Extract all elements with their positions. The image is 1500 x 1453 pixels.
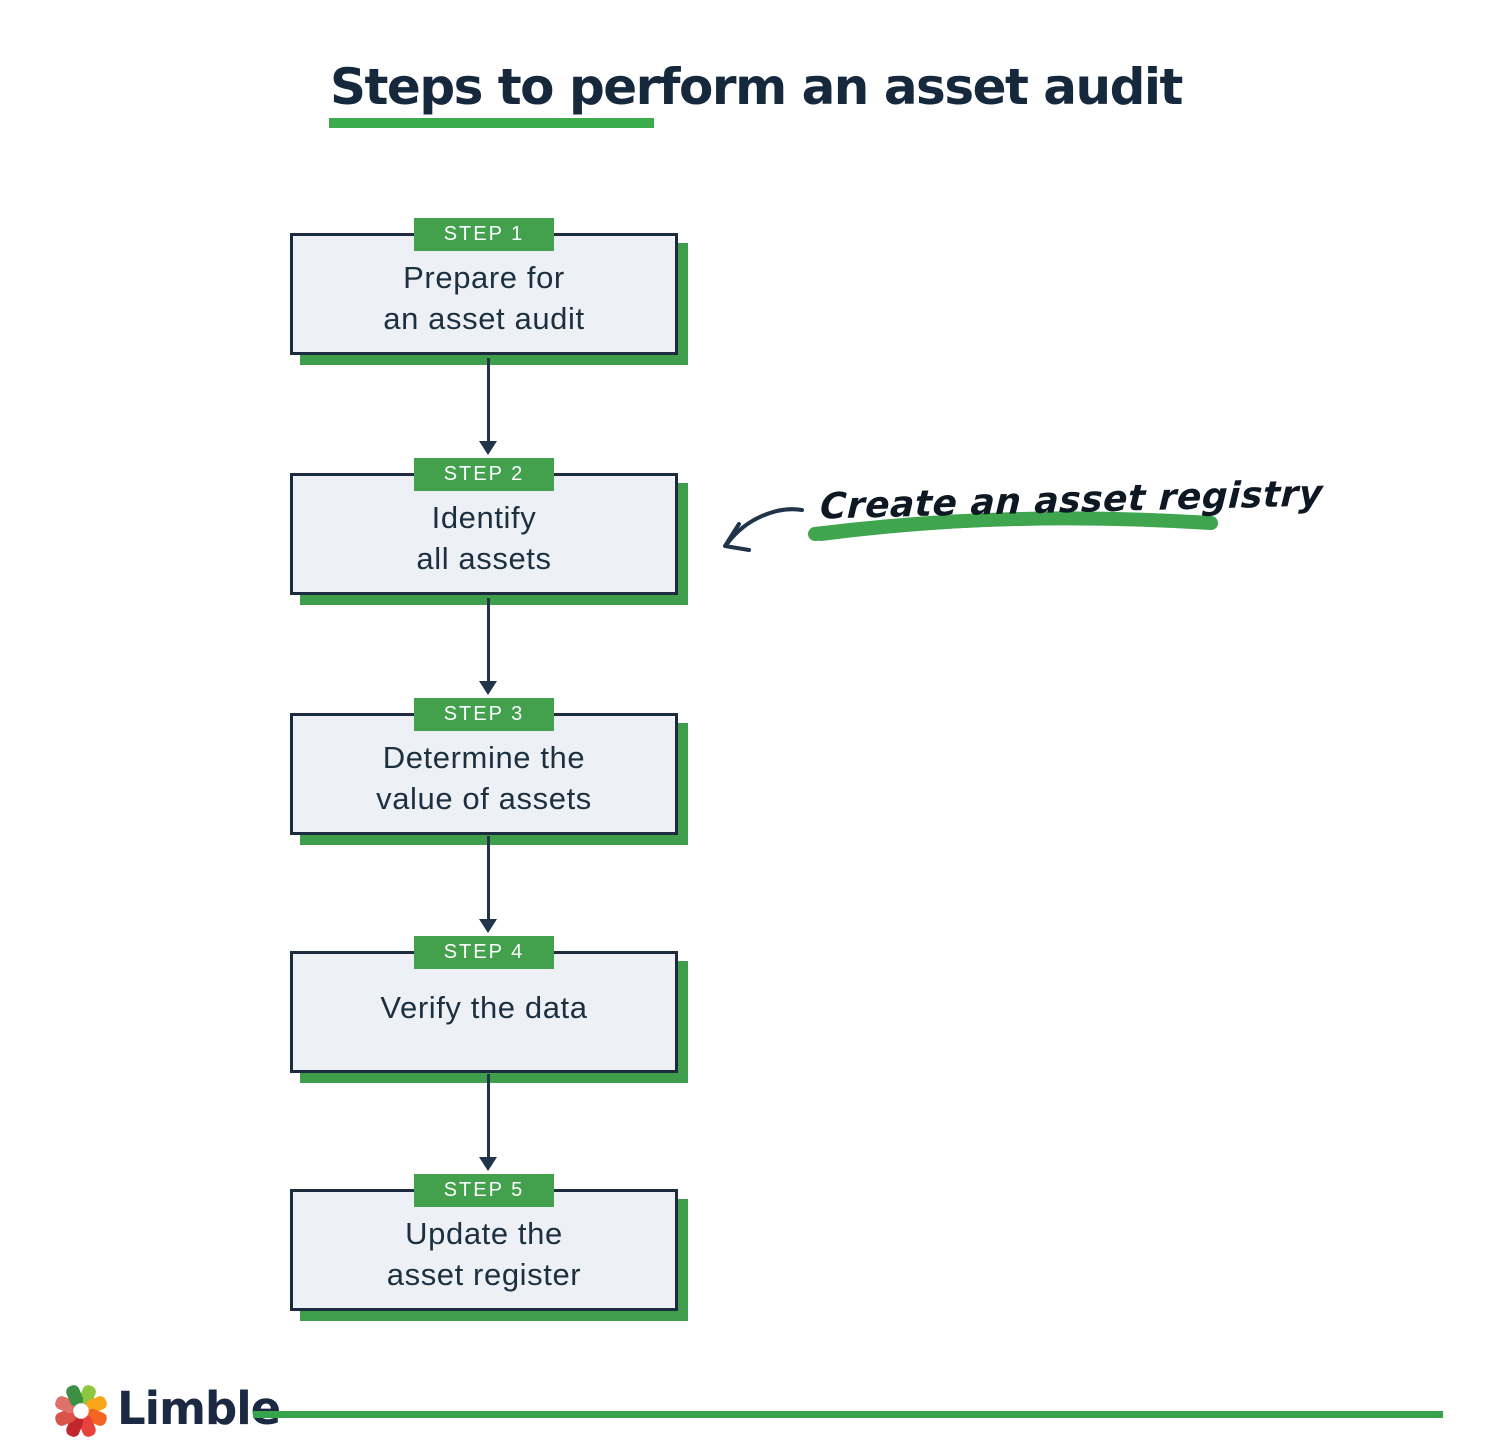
connector-arrow-4 [479, 1074, 497, 1171]
step-box-2: STEP 2 Identify all assets [290, 458, 678, 595]
connector-arrow-3 [479, 836, 497, 933]
step-tab-4: STEP 4 [414, 936, 554, 969]
step-label-4: Verify the data [380, 989, 588, 1025]
arrow-line [486, 358, 490, 441]
annotation-brush-underline [808, 511, 1218, 541]
arrow-line [486, 598, 490, 681]
arrow-head-icon [479, 681, 497, 695]
title-underline [329, 118, 654, 128]
arrow-head-icon [479, 1157, 497, 1171]
step-box-3: STEP 3 Determine the value of assets [290, 698, 678, 835]
step-label-1: Prepare for an asset audit [383, 260, 585, 336]
step-tab-label: STEP 1 [443, 223, 525, 245]
step-tab-label: STEP 5 [443, 1179, 525, 1201]
step-tab-3: STEP 3 [414, 698, 554, 731]
step-box-5: STEP 5 Update the asset register [290, 1174, 678, 1311]
arrow-head-icon [479, 441, 497, 455]
step-tab-2: STEP 2 [414, 458, 554, 491]
curved-annotation-arrow-icon [723, 507, 804, 552]
connector-arrow-2 [479, 598, 497, 695]
step-box-1: STEP 1 Prepare for an asset audit [290, 218, 678, 355]
page-title: Steps to perform an asset audit [330, 58, 1183, 116]
step-tab-label: STEP 4 [443, 941, 525, 963]
brand-wordmark: Limble [117, 1382, 281, 1435]
step-label-3: Determine the value of assets [376, 740, 592, 816]
arrow-line [486, 1074, 490, 1157]
footer-green-rule [253, 1411, 1443, 1418]
step-tab-label: STEP 2 [443, 463, 525, 485]
arrow-line [486, 836, 490, 919]
annotation-text: Create an asset registry [819, 473, 1324, 528]
step-label-5: Update the asset register [386, 1216, 582, 1292]
step-tab-1: STEP 1 [414, 218, 554, 251]
step-box-4: STEP 4 Verify the data [290, 936, 678, 1073]
step-tab-label: STEP 3 [443, 703, 525, 725]
step-tab-5: STEP 5 [414, 1174, 554, 1207]
limble-gear-icon [55, 1385, 107, 1437]
step-label-2: Identify all assets [416, 500, 552, 576]
connector-arrow-1 [479, 358, 497, 455]
arrow-head-icon [479, 919, 497, 933]
